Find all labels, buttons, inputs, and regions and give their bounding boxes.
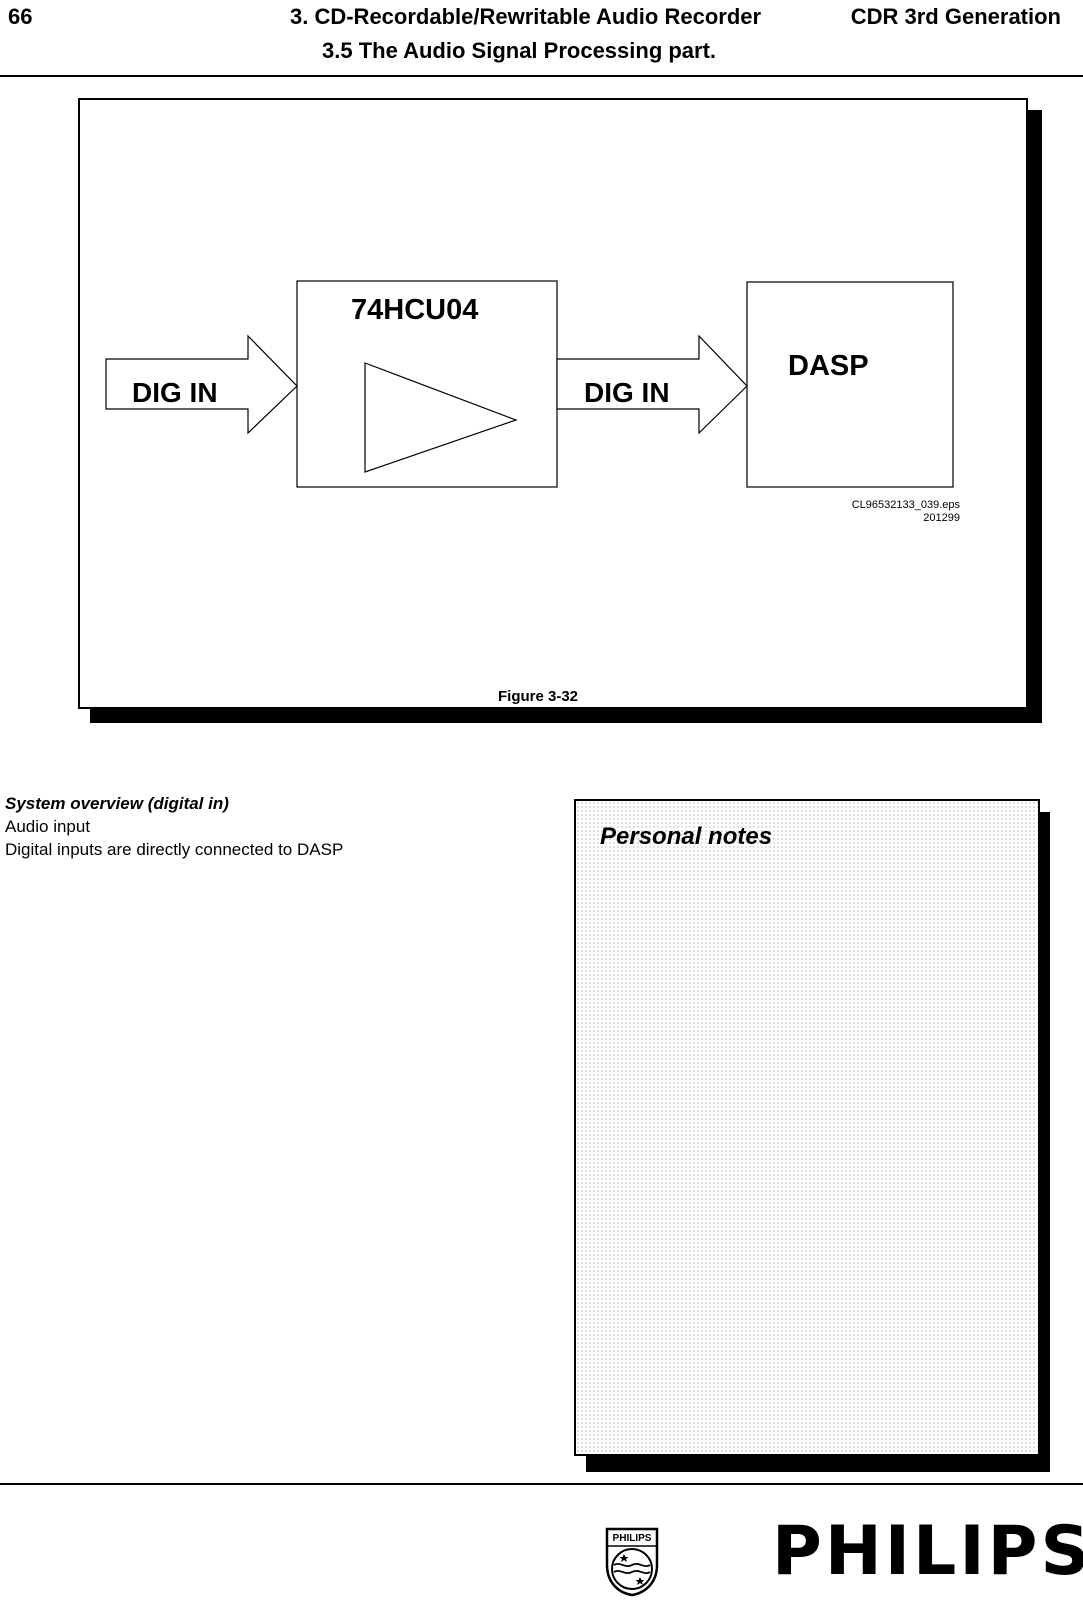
philips-wordmark: PHILIPS bbox=[772, 1512, 1083, 1591]
block-diagram: DIG IN 74HCU04 DIG IN DASP CL96532133_03… bbox=[105, 280, 961, 524]
overview-text-line: Audio input bbox=[5, 817, 91, 836]
header-divider bbox=[0, 75, 1083, 77]
personal-notes-box: Personal notes bbox=[574, 799, 1040, 1456]
shield-logo-text: PHILIPS bbox=[613, 1533, 652, 1544]
figure-frame: DIG IN 74HCU04 DIG IN DASP CL96532133_03… bbox=[78, 98, 1028, 709]
chapter-title: 3. CD-Recordable/Rewritable Audio Record… bbox=[290, 4, 762, 29]
footer-divider bbox=[0, 1483, 1083, 1485]
section-title: 3.5 The Audio Signal Processing part. bbox=[322, 38, 717, 63]
file-reference: CL96532133_039.eps bbox=[852, 499, 961, 511]
philips-shield-icon: PHILIPS bbox=[605, 1527, 659, 1597]
overview-heading: System overview (digital in) bbox=[5, 794, 229, 813]
chip-label: 74HCU04 bbox=[351, 294, 478, 326]
doc-series: CDR 3rd Generation bbox=[850, 4, 1061, 29]
input-arrow bbox=[105, 334, 298, 435]
buffer-triangle-icon bbox=[364, 362, 518, 473]
file-date: 201299 bbox=[923, 512, 960, 524]
figure-caption: Figure 3-32 bbox=[498, 688, 579, 705]
dasp-box bbox=[746, 281, 954, 488]
input-arrow-label: DIG IN bbox=[132, 377, 218, 408]
dasp-label: DASP bbox=[788, 350, 869, 382]
inverter-chip-box bbox=[296, 280, 558, 488]
output-arrow-label: DIG IN bbox=[584, 377, 670, 408]
output-arrow bbox=[556, 334, 748, 435]
personal-notes-title: Personal notes bbox=[600, 823, 773, 850]
overview-text-line: Digital inputs are directly connected to… bbox=[5, 840, 344, 859]
page-number: 66 bbox=[8, 4, 33, 29]
